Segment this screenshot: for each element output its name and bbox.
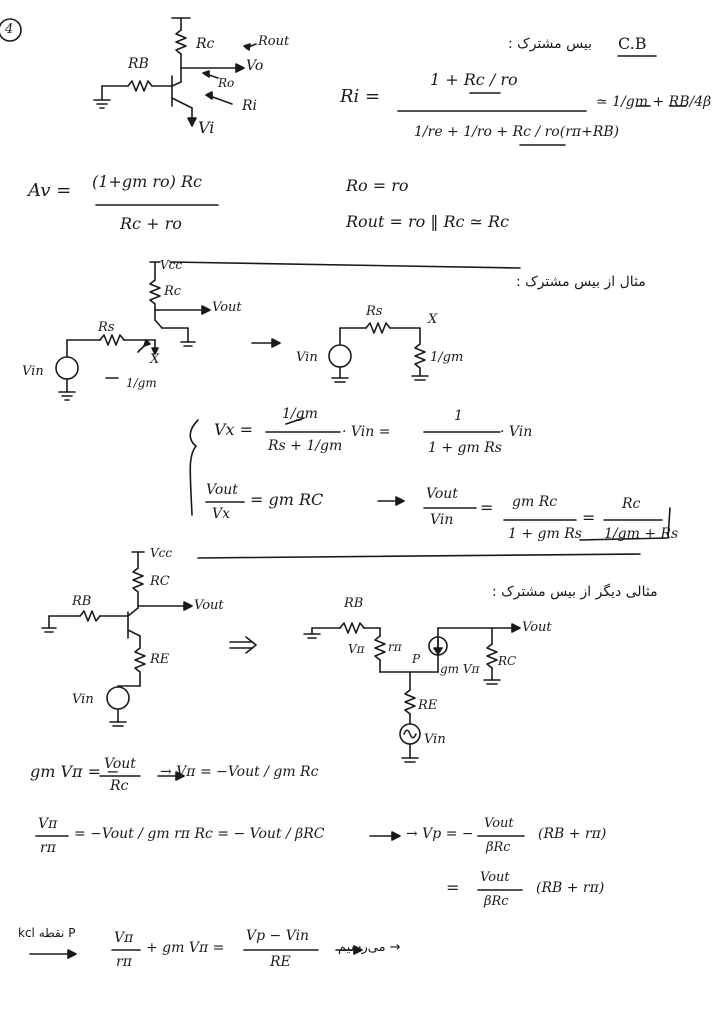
s3-vp-num: Vout: [484, 816, 514, 831]
section3-title-fa: مثالی دیگر از بیس مشترک :: [492, 584, 658, 600]
label-x-eq: X: [428, 312, 438, 327]
kcl-mid: + gm Vπ =: [146, 940, 225, 956]
eq3-end-num: Rc: [622, 496, 641, 512]
section1-title-fa: بیس مشترک :: [508, 36, 593, 52]
s3-eq1-result: → Vπ = −Vout / gm Rc: [160, 764, 319, 780]
s3-vp-lhs: → Vp = −: [406, 826, 474, 842]
label-ri: Ri: [242, 98, 258, 114]
eq1-lhs: Vx =: [214, 420, 254, 439]
kcl-label: P نقطه kcl: [18, 926, 76, 940]
s3-eq1-den: Rc: [110, 778, 129, 794]
label-rout: Rout: [258, 34, 290, 49]
label-1-over-gm-eq: 1/gm: [430, 350, 464, 365]
s3-vp-tail: (RB + rπ): [538, 826, 607, 842]
ri-denominator: 1/re + 1/ro + Rc / ro(rπ+RB): [414, 124, 620, 140]
label-vout-3: Vout: [194, 598, 224, 613]
label-vcc-3: Vcc: [150, 546, 173, 560]
label-p-ss: P: [412, 652, 421, 666]
eq1-mid: · Vin =: [342, 424, 391, 440]
av-lhs: Av =: [28, 180, 72, 201]
s3-eq3-den: βRc: [484, 894, 509, 909]
av-denominator: Rc + ro: [120, 214, 182, 233]
label-re-ss: RE: [418, 698, 438, 713]
ri-approx: ≃ 1/gm + RB/4β: [596, 94, 712, 110]
kcl-den2: RE: [270, 954, 291, 970]
s3-eq3-num: Vout: [480, 870, 510, 885]
label-rb-3: RB: [72, 594, 92, 609]
circuit-cb-example-2: [41, 551, 257, 727]
label-vpi-ss: Vπ: [348, 642, 365, 656]
section2-title-fa: مثال از بیس مشترک :: [516, 274, 646, 290]
eq2-num: Vout: [206, 482, 238, 498]
kcl-tail: → می‌رسیم: [338, 940, 401, 955]
label-1-over-gm: 1/gm: [126, 376, 157, 390]
s3-eq1: gm Vπ = −: [30, 762, 120, 781]
page-number-circle: [0, 18, 22, 42]
label-vout-ss: Vout: [522, 620, 552, 635]
answer-box: [579, 507, 671, 541]
eq1-den: Rs + 1/gm: [268, 438, 343, 454]
ri-numerator: 1 + Rc / ro: [430, 70, 518, 89]
s3-eq3-tail: (RB + rπ): [536, 880, 605, 896]
label-rc: Rc: [196, 36, 215, 52]
label-rc-ss: RC: [498, 654, 517, 668]
section1-title: C.B: [618, 34, 647, 53]
ri-lhs: Ri =: [340, 86, 381, 107]
label-rb-ss: RB: [344, 596, 364, 611]
kcl-num1: Vπ: [114, 930, 134, 946]
s3-eq3-lhs: =: [446, 878, 460, 897]
eq3-equals-2: =: [582, 508, 596, 527]
label-rpi-ss: rπ: [388, 640, 402, 654]
ro-equation: Ro = ro: [346, 176, 409, 195]
rout-equation: Rout = ro ‖ Rc ≃ Rc: [346, 212, 510, 231]
eq1-num2: 1: [454, 408, 463, 424]
eq1-den2: 1 + gm Rs: [428, 440, 502, 456]
label-rc-2: Rc: [164, 284, 182, 299]
label-vout: Vout: [212, 300, 242, 315]
s3-eq2-den: rπ: [40, 840, 56, 856]
s3-eq1-num: Vout: [104, 756, 136, 772]
s3-eq2-rhs: = −Vout / gm rπ Rc = − Vout / βRC: [74, 826, 325, 842]
eq3-num: Vout: [426, 486, 458, 502]
eq2-rhs: = gm RC: [250, 490, 324, 509]
eq3-mid-num: gm Rc: [512, 494, 558, 510]
label-rc-3: RC: [150, 574, 170, 589]
equation-bracket: [189, 419, 199, 516]
label-vcc: Vcc: [160, 258, 183, 272]
label-x: X: [150, 352, 160, 367]
eq3-equals: =: [480, 498, 494, 517]
label-ro: Ro: [218, 76, 235, 90]
kcl-num2: Vp − Vin: [246, 928, 310, 944]
circuit-cb-example: [55, 261, 429, 401]
eq1-tail: · Vin: [500, 424, 533, 440]
eq3-mid-den: 1 + gm Rs: [508, 526, 582, 542]
label-vin-ss: Vin: [424, 732, 446, 747]
label-rs: Rs: [98, 320, 115, 335]
separator-line: [169, 261, 521, 269]
small-signal-circuit: [303, 622, 521, 763]
label-rs-eq: Rs: [366, 304, 383, 319]
eq3-den: Vin: [430, 512, 454, 528]
label-re-3: RE: [150, 652, 170, 667]
circuit-cb: [93, 17, 257, 127]
av-numerator: (1+gm ro) Rc: [92, 172, 202, 191]
eq2-den: Vx: [212, 506, 231, 522]
label-vi: Vi: [198, 118, 215, 137]
kcl-den1: rπ: [116, 954, 132, 970]
label-vin-eq: Vin: [296, 350, 318, 365]
s3-eq2-num: Vπ: [38, 816, 58, 832]
eq1-num: 1/gm: [282, 406, 318, 422]
s3-vp-den: βRc: [486, 840, 511, 855]
page-number: 4: [5, 22, 14, 37]
label-vin: Vin: [22, 364, 44, 379]
label-vin-3: Vin: [72, 692, 94, 707]
eq3-end-den: 1/gm + Rs: [604, 526, 679, 542]
label-rb: RB: [128, 56, 149, 72]
label-vo: Vo: [246, 58, 264, 74]
label-gmvpi-ss: gm Vπ: [440, 662, 480, 676]
